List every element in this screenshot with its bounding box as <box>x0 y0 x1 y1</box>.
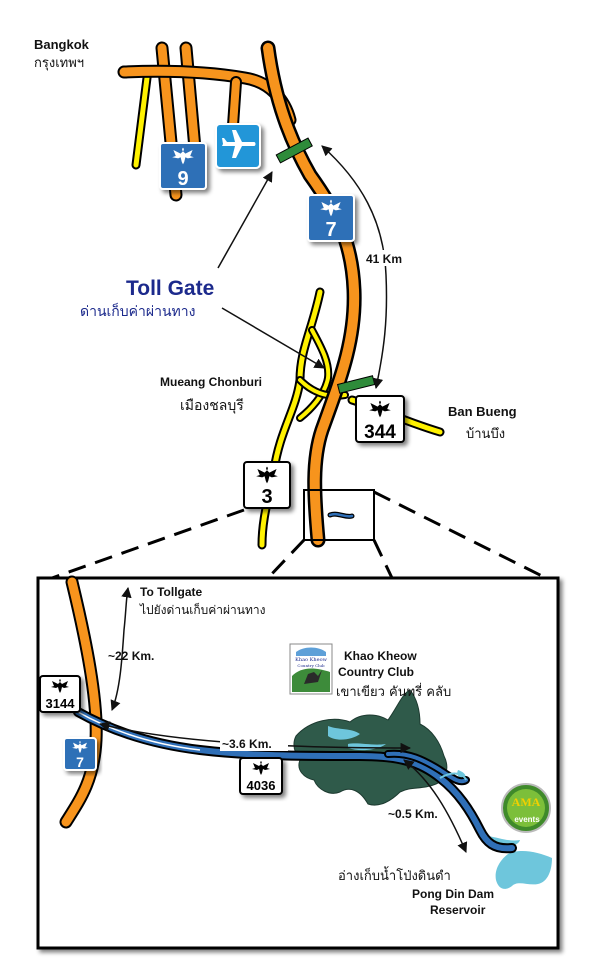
distance-0-5-label: ~0.5 Km. <box>388 807 438 821</box>
bangkok-label-th: กรุงเทพฯ <box>34 56 84 71</box>
logo-text-2: Country Club <box>297 663 325 668</box>
route-3144-label: 3144 <box>46 696 76 711</box>
to-tollgate-label-en: To Tollgate <box>140 585 203 599</box>
toll-gate-title: Toll Gate <box>126 277 214 300</box>
bangkok-label-en: Bangkok <box>34 37 90 52</box>
logo-text-1: Khao Kheow <box>295 657 327 663</box>
reservoir <box>495 851 552 889</box>
route-3-label: 3 <box>261 486 272 508</box>
zoom-box <box>303 489 375 541</box>
reservoir-label-en-1: Pong Din Dam <box>412 887 494 901</box>
airport-icon <box>222 130 256 158</box>
route-4036-label: 4036 <box>247 778 276 793</box>
ban-bueng-label-th: บ้านบึง <box>466 427 505 442</box>
ban-bueng-label-en: Ban Bueng <box>448 404 517 419</box>
airport-sign <box>215 123 261 169</box>
toll-arrow-up <box>217 171 273 269</box>
reservoir-label-en-2: Reservoir <box>430 903 486 917</box>
inset-route-7-shield: 7 <box>63 737 97 771</box>
club-label-en-2: Country Club <box>338 665 414 679</box>
zoom-connectors <box>51 490 547 580</box>
route-344-shield: 344 <box>355 395 405 443</box>
ama-logo-text: AMA <box>512 795 541 809</box>
khao-kheow-logo: Khao Kheow Country Club <box>289 643 333 695</box>
chonburi-label-th: เมืองชลบุรี <box>180 398 244 414</box>
toll-gate-thai: ด่านเก็บค่าผ่านทาง <box>80 302 195 320</box>
inset-map: 3144 7 4036 Khao Kheow Country Club AMA … <box>36 575 560 950</box>
upper-map: 9 7 344 3 Bangkok กรุ <box>34 37 517 550</box>
route-3-shield: 3 <box>243 461 291 509</box>
arrow-to-tollgate <box>110 586 132 711</box>
chonburi-label-en: Mueang Chonburi <box>160 375 262 389</box>
inset-route-7-label: 7 <box>76 754 84 770</box>
toll-bar-bangkok <box>275 137 313 164</box>
route-7-shield: 7 <box>307 194 355 242</box>
to-tollgate-label-th: ไปยังด่านเก็บค่าผ่านทาง <box>139 602 266 617</box>
toll-arrow-down <box>221 307 325 369</box>
ama-logo-sub: events <box>514 815 540 824</box>
route-4036-shield: 4036 <box>239 757 283 795</box>
route-9-shield: 9 <box>159 142 207 190</box>
route-7-label: 7 <box>325 219 336 241</box>
reservoir-label-th: อ่างเก็บน้ำโป่งดินดำ <box>338 866 451 884</box>
route-9-label: 9 <box>177 168 188 190</box>
orange-highways <box>117 40 362 548</box>
distance-22-label: ~22 Km. <box>108 649 154 663</box>
ama-events-logo: AMA events <box>501 783 551 833</box>
route-344-label: 344 <box>364 422 396 443</box>
distance-3-6-label: ~3.6 Km. <box>222 737 272 751</box>
club-label-en-1: Khao Kheow <box>344 649 417 663</box>
distance-41-label: 41 Km <box>366 252 402 266</box>
arrow-0-5km <box>403 759 468 853</box>
distance-arrow-41 <box>321 145 388 390</box>
club-label-th: เขาเขียว คันทรี่ คลับ <box>336 683 451 700</box>
route-3144-shield: 3144 <box>39 675 81 713</box>
